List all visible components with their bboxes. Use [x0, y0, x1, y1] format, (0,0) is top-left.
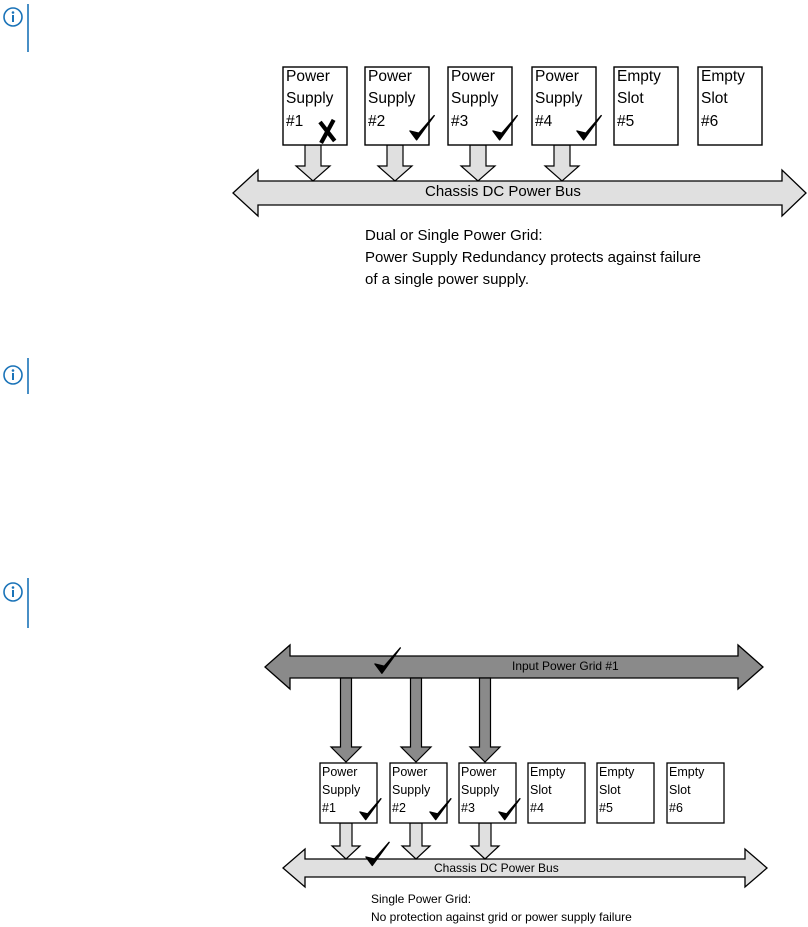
caption-2-line-1: Single Power Grid: [371, 892, 472, 906]
d1-box-1-line3: #1 [286, 112, 304, 130]
d1-box-3-line2: Supply [451, 90, 499, 108]
caption-2-line-2: No protection against grid or power supp… [371, 910, 632, 924]
check-icon [429, 798, 452, 821]
d2-box-6-line3: #6 [669, 801, 683, 816]
check-icon [359, 798, 382, 821]
d2-box-6 [666, 762, 725, 824]
d2-grid-arrow-3 [468, 677, 502, 763]
d1-box-6-line3: #6 [701, 112, 719, 130]
info-icon [3, 578, 29, 628]
note-3 [0, 576, 34, 630]
d2-box-4-line3: #4 [530, 801, 544, 816]
d2-grid-arrow-2 [399, 677, 433, 763]
d2-box-4-line1: Empty [530, 765, 566, 779]
bus-label-2: Chassis DC Power Bus [434, 861, 559, 875]
d1-box-2-line2: Supply [368, 90, 416, 108]
d1-arrow-3 [459, 144, 497, 182]
d1-arrow-2 [376, 144, 414, 182]
caption-1-line-2: Power Supply Redundancy protects against… [365, 249, 702, 266]
d2-box-6-line1: Empty [669, 765, 705, 779]
d2-box-6-line2: Slot [669, 783, 691, 798]
cross-icon [318, 118, 337, 145]
d1-arrow-1 [294, 144, 332, 182]
check-icon [498, 798, 521, 821]
input-power-grid-1 [264, 643, 764, 691]
d2-bus-arrow-3 [469, 822, 501, 860]
d1-box-4-line3: #4 [535, 112, 553, 130]
d1-box-5-line3: #5 [617, 112, 635, 130]
d1-box-6 [697, 66, 763, 146]
chassis-dc-power-bus-1 [232, 168, 807, 218]
d1-box-4-line1: Power [535, 68, 579, 85]
d1-box-2 [364, 66, 430, 146]
d2-box-3-line2: Supply [461, 783, 500, 798]
d2-bus-arrow-1 [330, 822, 362, 860]
d1-box-3-line1: Power [451, 68, 495, 85]
d1-box-1-line2: Supply [286, 90, 334, 108]
d1-box-6-line2: Slot [701, 90, 728, 108]
d1-box-2-line1: Power [368, 68, 412, 85]
d2-box-4 [527, 762, 586, 824]
d1-box-6-line1: Empty [701, 68, 745, 85]
d2-box-3-line3: #3 [461, 801, 475, 816]
d2-box-2-line1: Power [392, 765, 428, 779]
check-icon [409, 114, 435, 141]
bus-label-1: Chassis DC Power Bus [425, 183, 581, 200]
info-icon [3, 4, 29, 52]
d2-box-5 [596, 762, 655, 824]
check-icon [492, 114, 518, 141]
d1-box-1-line1: Power [286, 68, 330, 85]
caption-1-line-1: Dual or Single Power Grid: [365, 227, 543, 244]
d2-grid-arrow-1 [329, 677, 363, 763]
d2-box-4-line2: Slot [530, 783, 552, 798]
caption-1-line-3: of a single power supply. [365, 271, 529, 288]
d1-box-2-line3: #2 [368, 112, 386, 130]
check-icon [365, 841, 390, 867]
d2-box-1-line2: Supply [322, 783, 361, 798]
d1-box-4-line2: Supply [535, 90, 583, 108]
d2-bus-arrow-2 [400, 822, 432, 860]
check-icon [374, 647, 401, 674]
grid-label: Input Power Grid #1 [512, 659, 619, 673]
note-1 [0, 2, 34, 54]
info-icon [3, 358, 29, 394]
d2-box-5-line1: Empty [599, 765, 635, 779]
d2-box-5-line3: #5 [599, 801, 613, 816]
d2-box-3-line1: Power [461, 765, 497, 779]
d1-box-4 [531, 66, 597, 146]
chassis-dc-power-bus-2 [282, 847, 768, 889]
d1-box-5 [613, 66, 679, 146]
d2-box-5-line2: Slot [599, 783, 621, 798]
d1-box-3 [447, 66, 513, 146]
d2-box-1-line1: Power [322, 765, 358, 779]
note-2 [0, 356, 34, 396]
d1-box-1 [282, 66, 348, 146]
d2-box-2-line3: #2 [392, 801, 406, 816]
d1-box-5-line2: Slot [617, 90, 644, 108]
d1-arrow-4 [543, 144, 581, 182]
d2-box-2-line2: Supply [392, 783, 431, 798]
d1-box-5-line1: Empty [617, 68, 661, 85]
d2-box-1-line3: #1 [322, 801, 336, 816]
check-icon [576, 114, 602, 141]
d1-box-3-line3: #3 [451, 112, 469, 130]
